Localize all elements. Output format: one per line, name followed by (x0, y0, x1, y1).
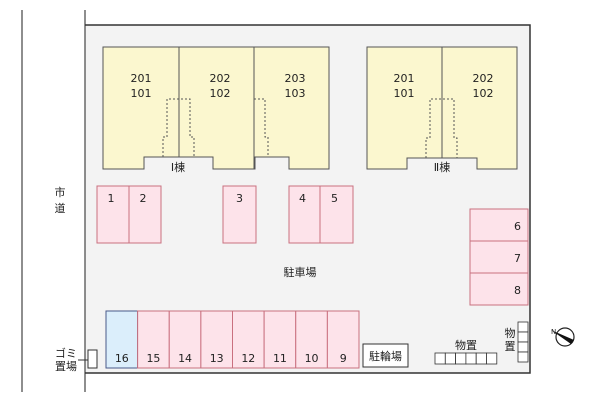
storage-cell (486, 352, 498, 365)
garbage-label-1: ゴミ (55, 346, 77, 360)
parking-space: 14 (168, 310, 202, 369)
parking-space: 16 (105, 310, 139, 369)
parking-space-number: 5 (331, 192, 338, 205)
unit-number: 102 (210, 87, 231, 100)
parking-space-number: 12 (241, 352, 255, 365)
storage-cell (517, 321, 529, 333)
parking-space-number: 11 (273, 352, 287, 365)
storage-cell (444, 352, 456, 365)
unit-number: 101 (131, 87, 152, 100)
parking-space-number: 8 (514, 284, 521, 297)
unit-number: 203 (285, 72, 306, 85)
storage-vertical-label-1: 物 (505, 326, 516, 340)
road-label-2: 道 (55, 201, 66, 215)
road-label-1: 市 (55, 185, 66, 199)
storage-cell (517, 351, 529, 363)
parking-space: 13 (200, 310, 233, 369)
storage-cell (475, 352, 487, 365)
unit-number: 201 (394, 72, 415, 85)
parking-space: 11 (263, 310, 297, 369)
parking-space: 1 (96, 185, 130, 244)
parking-space-number: 10 (305, 352, 319, 365)
north-compass-icon: N (551, 327, 575, 347)
unit-number: 102 (473, 87, 494, 100)
parking-space-number: 15 (146, 352, 160, 365)
parking-space-number: 14 (178, 352, 192, 365)
unit-number: 201 (131, 72, 152, 85)
parking-space: 9 (326, 310, 360, 369)
storage-cell (465, 352, 477, 365)
building-2-label: Ⅱ棟 (434, 160, 450, 174)
parking-space: 3 (222, 185, 257, 244)
parking-space-number: 1 (108, 192, 115, 205)
parking-space: 12 (232, 310, 265, 369)
storage-cell (517, 341, 529, 353)
garbage-area (87, 349, 98, 369)
bicycle-parking-label: 駐輪場 (369, 349, 402, 363)
parking-space-number: 9 (340, 352, 347, 365)
site-boundary (85, 24, 531, 374)
parking-space-number: 16 (115, 352, 129, 365)
garbage-label-2: 置場 (55, 360, 77, 373)
parking-space: 10 (295, 310, 328, 369)
unit-number: 202 (473, 72, 494, 85)
storage-vertical (517, 321, 529, 363)
parking-space: 2 (128, 185, 162, 244)
storage-cell (434, 352, 446, 365)
building-2: 201 101 202 102 Ⅱ棟 (366, 46, 518, 174)
parking-space-number: 2 (140, 192, 147, 205)
parking-label: 駐車場 (284, 265, 317, 279)
storage-cell (517, 331, 529, 343)
parking-space: 4 (288, 185, 321, 244)
building-1: 201 101 202 102 203 103 Ⅰ棟 (102, 46, 330, 174)
unit-number: 202 (210, 72, 231, 85)
bicycle-parking (362, 343, 409, 368)
parking-space-number: 7 (514, 252, 521, 265)
parking-space: 5 (319, 185, 354, 244)
storage-vertical-label-2: 置 (505, 340, 516, 353)
unit-number: 103 (285, 87, 306, 100)
parking-space-number: 13 (210, 352, 224, 365)
parking-space-number: 4 (299, 192, 306, 205)
storage-cell (455, 352, 467, 365)
parking-space: 15 (137, 310, 170, 369)
storage-label: 物置 (455, 338, 477, 352)
parking-space-number: 3 (236, 192, 243, 205)
parking-space: 7 (469, 240, 529, 274)
parking-space: 8 (469, 272, 529, 306)
parking-space: 6 (469, 208, 529, 242)
building-1-label: Ⅰ棟 (171, 160, 185, 174)
parking-space-number: 6 (514, 220, 521, 233)
storage-horizontal (434, 352, 498, 365)
unit-number: 101 (394, 87, 415, 100)
svg-text:N: N (551, 328, 556, 336)
